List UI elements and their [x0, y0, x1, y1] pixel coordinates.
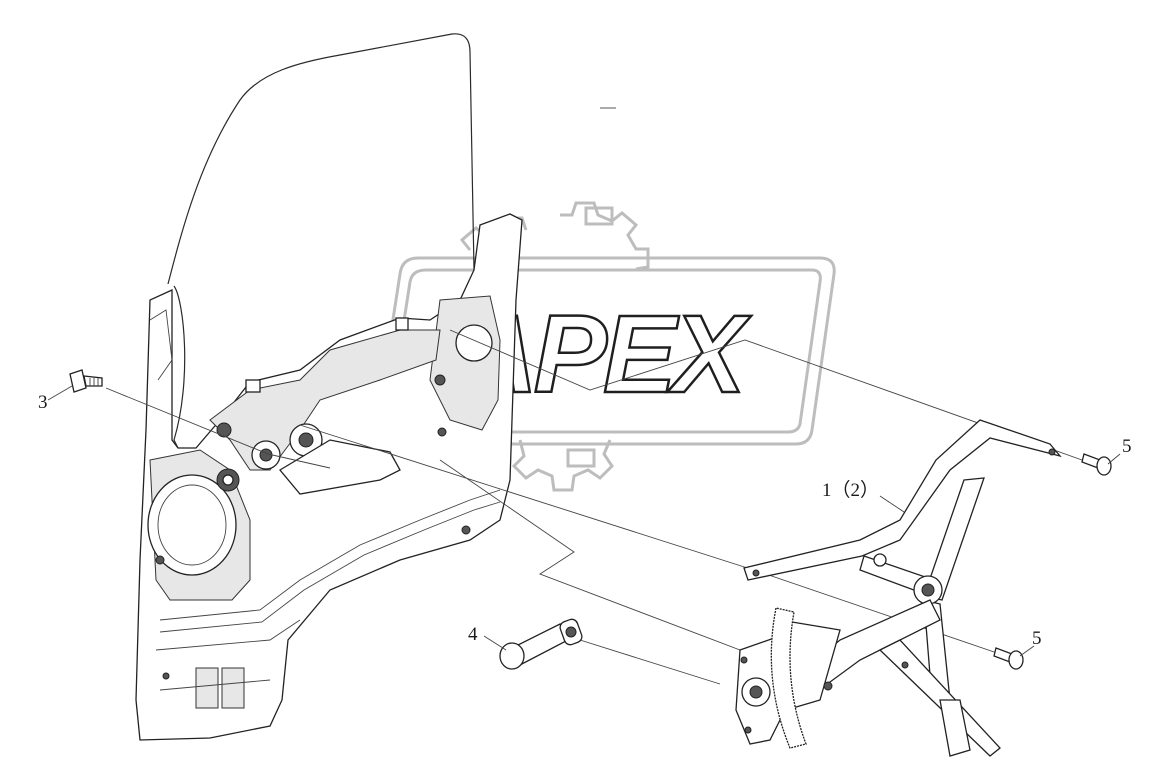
crank-handle-part: [499, 618, 583, 670]
leader-lines: [105, 329, 1083, 685]
callout-leaders: [47, 385, 1121, 657]
callout-label-3: 3: [38, 392, 48, 413]
vent-slot: [195, 667, 219, 709]
bolt-part-5-lower: [993, 647, 1024, 670]
callout-label-5-lower: 5: [1032, 628, 1042, 649]
door-glass: [167, 33, 616, 449]
callout-label-1-2: 1（2）: [822, 479, 879, 501]
watermark-frame: [374, 256, 836, 446]
sector-gear: [735, 607, 807, 749]
bolt-part-3: [69, 369, 103, 393]
callout-label-5-upper: 5: [1122, 436, 1132, 457]
installed-regulator: [209, 317, 441, 495]
speaker-opening: [147, 474, 237, 576]
bolt-part-5-upper: [1081, 453, 1112, 476]
vent-slot: [221, 667, 245, 709]
callout-label-4: 4: [468, 624, 478, 645]
window-regulator-part: [743, 419, 1062, 757]
